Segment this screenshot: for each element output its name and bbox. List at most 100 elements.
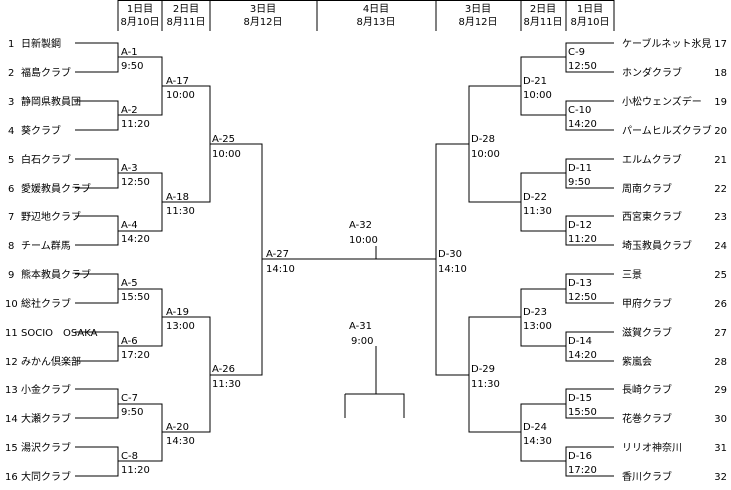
team-name: 紫嵐会 xyxy=(622,355,652,368)
team-name: 小金クラブ xyxy=(21,383,71,396)
team-number: 6 xyxy=(8,184,14,195)
match-time: 12:50 xyxy=(121,177,150,188)
match-id: A-19 xyxy=(166,307,189,318)
right-team-list: ケーブルネット氷見 17 ホンダクラブ 18 小松ウェンズデー 19 パームヒル… xyxy=(622,37,727,483)
team-number: 15 xyxy=(5,443,18,454)
day-1-left-date: 8月10日 xyxy=(120,16,159,28)
day-1-right-label: 1日目 xyxy=(577,4,603,15)
team-number: 30 xyxy=(714,414,727,425)
team-number: 20 xyxy=(714,126,727,137)
team-number: 16 xyxy=(5,472,18,483)
match-time: 10:00 xyxy=(212,149,241,160)
team-name: 日新製鋼 xyxy=(21,37,61,50)
match-time: 14:10 xyxy=(438,264,467,275)
match-id: C-8 xyxy=(121,451,138,462)
team-number: 11 xyxy=(5,328,18,339)
match-time: 14:20 xyxy=(568,119,597,130)
team-number: 29 xyxy=(714,385,727,396)
match-time: 9:50 xyxy=(568,177,590,188)
day-1-right-date: 8月10日 xyxy=(570,16,609,28)
match-id: A-31 xyxy=(349,321,372,332)
match-time: 12:50 xyxy=(568,292,597,303)
match-time: 17:20 xyxy=(568,465,597,476)
team-number: 32 xyxy=(714,472,727,483)
left-team-list: 1 日新製鋼 2 福島クラブ 3 静岡県教員団 4 葵クラブ 5 白石クラブ 6… xyxy=(5,37,98,483)
day-2-right-date: 8月11日 xyxy=(523,16,562,28)
day-3-left-date: 8月12日 xyxy=(243,16,282,28)
team-name: 周南クラブ xyxy=(622,182,672,195)
team-number: 19 xyxy=(714,97,727,108)
team-number: 8 xyxy=(8,241,14,252)
match-id: A-20 xyxy=(166,422,189,433)
team-name: SOCIO OSAKA xyxy=(21,328,98,339)
match-time: 17:20 xyxy=(121,350,150,361)
team-name: 甲府クラブ xyxy=(622,297,672,310)
match-id: C-7 xyxy=(121,393,138,404)
team-number: 3 xyxy=(8,97,14,108)
team-number: 5 xyxy=(8,155,14,166)
day-3-left-label: 3日目 xyxy=(250,4,276,15)
team-name: みかん倶楽部 xyxy=(21,355,81,368)
team-name: 大同クラブ xyxy=(21,470,71,483)
match-time: 13:00 xyxy=(523,321,552,332)
team-name: リリオ神奈川 xyxy=(622,441,682,454)
match-labels: A-1 9:50 A-2 11:20 A-3 12:50 A-4 14:20 A… xyxy=(121,47,597,476)
match-time: 10:00 xyxy=(166,90,195,101)
team-number: 22 xyxy=(714,184,727,195)
match-time: 10:00 xyxy=(523,90,552,101)
team-number: 27 xyxy=(714,328,727,339)
team-number: 2 xyxy=(8,68,14,79)
team-name: ケーブルネット氷見 xyxy=(622,37,711,50)
team-name: 葵クラブ xyxy=(21,124,61,137)
team-number: 24 xyxy=(714,241,727,252)
match-id: A-18 xyxy=(166,192,189,203)
match-time: 14:30 xyxy=(166,436,195,447)
team-name: 熊本教員クラブ xyxy=(21,268,91,281)
match-id: D-16 xyxy=(568,451,592,462)
team-number: 31 xyxy=(714,443,727,454)
day-4-label: 4日目 xyxy=(363,4,389,15)
match-id: D-11 xyxy=(568,163,592,174)
match-id: A-6 xyxy=(121,336,138,347)
match-id: D-28 xyxy=(471,134,495,145)
match-time: 14:30 xyxy=(523,436,552,447)
team-name: 小松ウェンズデー xyxy=(622,95,702,108)
team-name: 香川クラブ xyxy=(622,470,672,483)
team-name: 長崎クラブ xyxy=(622,383,672,396)
match-id: A-27 xyxy=(266,249,289,260)
match-id: D-14 xyxy=(568,336,592,347)
team-name: 福島クラブ xyxy=(21,66,71,79)
team-number: 12 xyxy=(5,357,18,368)
match-time: 11:20 xyxy=(568,234,597,245)
team-name: 湯沢クラブ xyxy=(21,441,71,454)
match-id: A-32 xyxy=(349,220,372,231)
match-id: A-2 xyxy=(121,105,138,116)
day-3-right-label: 3日目 xyxy=(465,4,491,15)
match-id: A-1 xyxy=(121,47,138,58)
match-id: D-22 xyxy=(523,192,547,203)
schedule-header xyxy=(117,0,615,31)
match-time: 11:30 xyxy=(166,206,195,217)
team-name: 大瀬クラブ xyxy=(21,412,71,425)
match-time: 14:10 xyxy=(266,264,295,275)
team-number: 7 xyxy=(8,212,14,223)
match-time: 11:30 xyxy=(212,379,241,390)
team-number: 4 xyxy=(8,126,14,137)
match-id: C-10 xyxy=(568,105,591,116)
team-number: 25 xyxy=(714,270,727,281)
team-name: 三景 xyxy=(622,269,642,281)
match-time: 14:20 xyxy=(568,350,597,361)
match-time: 12:50 xyxy=(568,61,597,72)
match-time: 10:00 xyxy=(471,149,500,160)
bracket-lines xyxy=(75,42,614,477)
match-id: A-17 xyxy=(166,76,189,87)
match-time: 9:50 xyxy=(121,407,143,418)
match-id: D-23 xyxy=(523,307,547,318)
match-time: 9:50 xyxy=(121,61,143,72)
match-time: 15:50 xyxy=(121,292,150,303)
team-name: 白石クラブ xyxy=(21,153,71,166)
match-id: D-21 xyxy=(523,76,547,87)
day-2-left-label: 2日目 xyxy=(173,4,199,15)
team-name: 愛媛教員クラブ xyxy=(21,182,91,195)
